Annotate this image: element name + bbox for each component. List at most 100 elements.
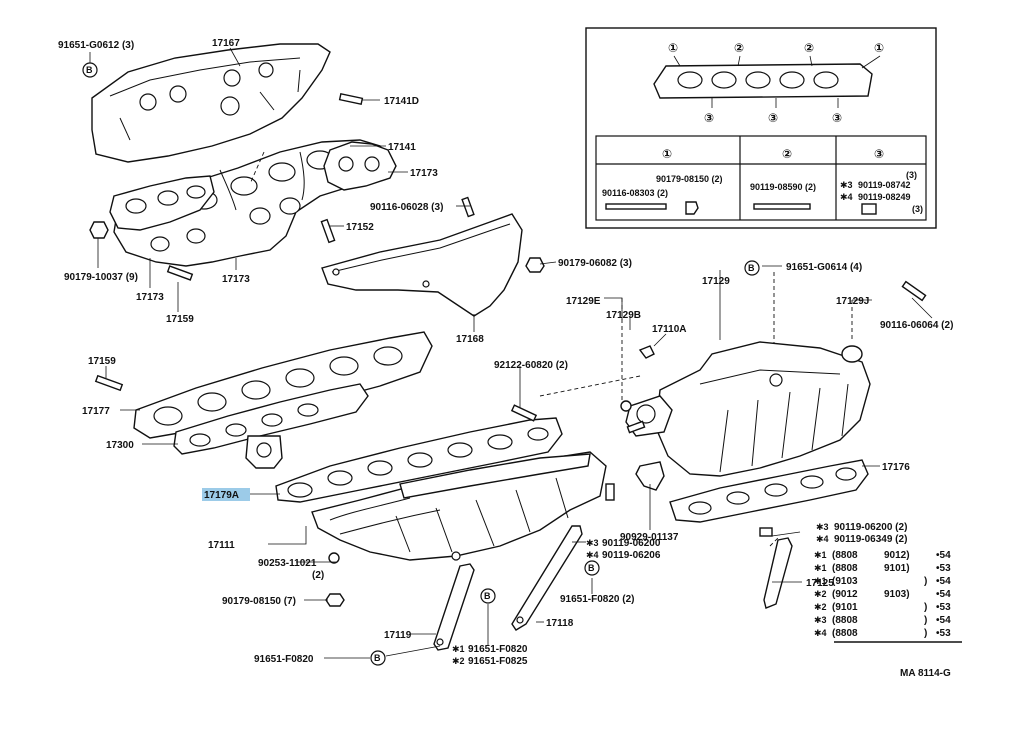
egr-valve-17300[interactable] <box>173 383 369 469</box>
label-17141d: 17141D <box>384 96 419 107</box>
inset-col3-bolt <box>861 203 877 215</box>
stud-90116-06028[interactable] <box>461 196 475 218</box>
label-17152: 17152 <box>346 222 374 233</box>
svg-text:✱3: ✱3 <box>814 615 827 625</box>
inset-col1-bolt-long <box>605 203 667 210</box>
gasket-17179a[interactable] <box>275 417 563 503</box>
label-90253-qty: (2) <box>312 570 324 581</box>
label-17179a[interactable]: 17179A <box>204 490 239 501</box>
svg-text:(8808: (8808 <box>832 550 858 561</box>
label-17141: 17141 <box>388 142 416 153</box>
svg-text:(8808: (8808 <box>832 628 858 639</box>
inset-gasket[interactable] <box>653 63 873 99</box>
bolt-90119-06200[interactable] <box>605 483 615 501</box>
label-91651-f0825: 91651-F0825 <box>468 656 528 667</box>
label-17173-left: 17173 <box>136 292 164 303</box>
svg-text:✱4: ✱4 <box>814 628 827 638</box>
stud-17159-lower[interactable] <box>94 374 124 392</box>
b-marker-1: B <box>82 62 98 78</box>
inset-col3-qty-a: (3) <box>906 170 917 180</box>
bolt-90179-08150[interactable] <box>325 593 345 607</box>
svg-text:✱2: ✱2 <box>814 589 827 599</box>
legend-row: ✱1 (9103 ) •54 <box>814 576 951 587</box>
inset-col-circle-3: ③ <box>874 147 884 161</box>
label-17110a: 17110A <box>652 324 686 335</box>
inset-circle-3-c: ③ <box>832 111 842 125</box>
svg-text:(8808: (8808 <box>832 615 858 626</box>
gasket-17177[interactable] <box>133 331 433 439</box>
stud-17141d[interactable] <box>338 92 364 106</box>
cover-17168[interactable] <box>321 213 523 317</box>
inset-circle-3-a: ③ <box>704 111 714 125</box>
svg-text:(9101: (9101 <box>832 602 858 613</box>
legend-row: ✱2 (9012 9103) •54 <box>814 589 951 600</box>
stud-17159-upper[interactable] <box>166 265 194 281</box>
bracket-90929-01137[interactable] <box>635 461 665 491</box>
stud-90116-06064[interactable] <box>901 280 927 302</box>
fitting-17110a[interactable] <box>638 345 655 359</box>
svg-text:): ) <box>924 628 927 639</box>
plug-90253-11021[interactable] <box>328 552 340 564</box>
svg-text:•53: •53 <box>936 602 951 613</box>
leader-lines <box>89 47 933 659</box>
marker-star3-b: ✱3 <box>816 522 829 532</box>
label-91651-g0612: 91651-G0612 (3) <box>58 40 134 51</box>
label-17168: 17168 <box>456 334 484 345</box>
label-90929-01137: 90929-01137 <box>620 532 679 543</box>
inset-col3-star3: ✱3 <box>840 180 853 190</box>
inset-circle-2-left: ② <box>734 41 744 55</box>
gasket-17173-left[interactable] <box>109 175 215 231</box>
label-17129j: 17129J <box>836 296 869 307</box>
label-17119: 17119 <box>384 630 412 641</box>
diagram-code: MA 8114-G <box>900 668 951 679</box>
marker-star1-b: ✱1 <box>452 644 465 654</box>
label-17118: 17118 <box>546 618 574 629</box>
label-17177: 17177 <box>82 406 110 417</box>
svg-text:(9103: (9103 <box>832 576 858 587</box>
marker-star4-a: ✱4 <box>586 550 599 560</box>
stay-17119[interactable] <box>433 563 475 651</box>
label-91651-f0820-2: 91651-F0820 (2) <box>560 594 635 605</box>
label-17111: 17111 <box>208 540 235 551</box>
stud-92122-60820[interactable] <box>510 404 538 422</box>
bolt-90119-06349[interactable] <box>759 527 773 537</box>
inset-col3-qty-b: (3) <box>912 204 923 214</box>
intake-plenum-17129[interactable] <box>625 341 871 477</box>
cap-17129e[interactable] <box>620 400 632 412</box>
gasket-17173-right[interactable] <box>323 141 397 191</box>
b-marker-3: B <box>584 560 600 576</box>
stay-17118[interactable] <box>511 525 583 631</box>
svg-text:(9012: (9012 <box>832 589 858 600</box>
svg-text:9012): 9012) <box>884 550 910 561</box>
label-17173-mid: 17173 <box>222 274 250 285</box>
heat-insulator-17167[interactable] <box>91 43 331 163</box>
svg-text:): ) <box>924 602 927 613</box>
gasket-17176[interactable] <box>669 459 869 523</box>
label-17300: 17300 <box>106 440 134 451</box>
inset-col2-part-a: 90119-08590 (2) <box>750 182 816 192</box>
stud-17152[interactable] <box>320 218 336 244</box>
svg-text:9101): 9101) <box>884 563 910 574</box>
label-17125: 17125 <box>806 578 834 589</box>
label-91651-g0614: 91651-G0614 (4) <box>786 262 862 273</box>
svg-text:9103): 9103) <box>884 589 910 600</box>
b-markers: B B B B B <box>82 62 760 666</box>
part-labels: 91651-G0612 (3) 17167 17141D 17141 17173… <box>58 38 953 679</box>
svg-text:B: B <box>748 263 755 273</box>
applicability-legend: ✱1 (8808 9012) •54 ✱1 (8808 9101) •53 ✱1… <box>814 550 962 643</box>
inset-circle-2-right: ② <box>804 41 814 55</box>
svg-text:•54: •54 <box>936 550 951 561</box>
svg-text:B: B <box>588 563 595 573</box>
intake-manifold-17111[interactable] <box>311 451 607 561</box>
hose-17129j[interactable] <box>841 345 863 363</box>
nut-90179-06082[interactable] <box>525 257 545 273</box>
svg-text:✱2: ✱2 <box>814 602 827 612</box>
nut-90179-10037[interactable] <box>89 221 109 239</box>
bolt-17129b[interactable] <box>626 420 646 434</box>
stay-17125[interactable] <box>763 537 793 609</box>
label-17129b: 17129B <box>606 310 641 321</box>
label-90116-06028: 90116-06028 (3) <box>370 202 443 213</box>
inset-circle-3-b: ③ <box>768 111 778 125</box>
